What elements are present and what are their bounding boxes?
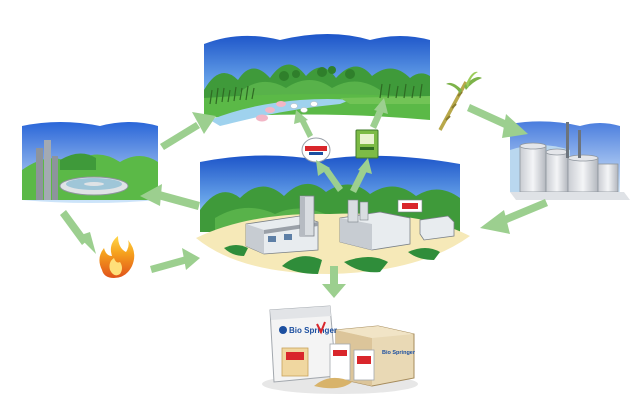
- arrow-fertilizer-to-farm: [370, 98, 388, 129]
- arrow-factory-to-fertilizer: [350, 158, 372, 193]
- flow-arrows: [60, 98, 548, 298]
- bag-brand-label: Bio Springer: [289, 326, 337, 335]
- arrow-refinery-to-factory: [480, 199, 548, 234]
- arrow-feed-to-farm: [294, 110, 313, 138]
- feed-packet-icon: [301, 137, 331, 163]
- box-brand-label: Bio Springer: [382, 350, 416, 356]
- sugarcane-icon: [438, 71, 482, 131]
- sugar-refinery-scene: [510, 121, 630, 200]
- arrow-factory-to-products: [322, 266, 346, 298]
- arrow-treatment-to-flame: [60, 210, 96, 254]
- yeast-product-packaging: Bio Springer Bio Springer: [262, 305, 418, 394]
- arrow-flame-to-factory: [150, 248, 200, 273]
- farm-scene: [204, 34, 430, 126]
- arrow-farm-to-refinery: [467, 104, 528, 138]
- fertilizer-bag-icon: [355, 129, 379, 159]
- arrow-factory-to-treatment: [140, 184, 200, 210]
- arrow-treatment-to-farm: [160, 112, 216, 150]
- bag-logo: Bio Springer: [279, 321, 337, 335]
- flame-icon: [99, 236, 135, 278]
- sugarcane-rows: [209, 83, 423, 105]
- yeast-factory-scene: [196, 155, 470, 274]
- water-treatment-scene: [22, 122, 158, 203]
- trees: [279, 66, 355, 81]
- farm-animals: [256, 101, 318, 122]
- arrow-factory-to-feed: [316, 160, 343, 192]
